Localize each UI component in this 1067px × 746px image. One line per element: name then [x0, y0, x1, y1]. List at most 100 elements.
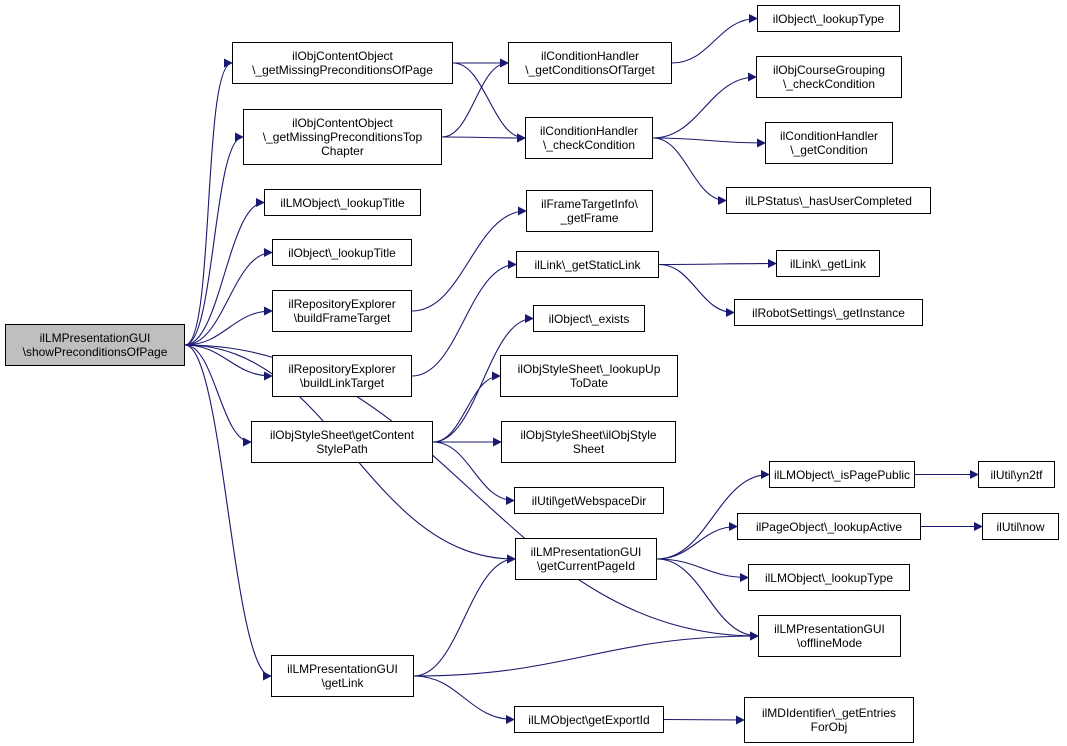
node-label-line: ilConditionHandler	[540, 49, 640, 63]
edge-n7-to-n13	[432, 314, 534, 443]
edge-n2-to-n9	[441, 58, 509, 138]
edge-n10-to-n22	[652, 137, 727, 205]
edge-n8-to-n18	[413, 675, 515, 724]
node-label-line: ilRepositoryExplorer	[288, 362, 396, 376]
node-label-line: ilLMObject\getExportId	[528, 712, 650, 727]
node-label-line: \showPreconditionsOfPage	[22, 345, 168, 359]
edge-root-to-n2	[184, 132, 244, 346]
node-label-line: ilUtil\now	[996, 519, 1045, 534]
edge-root-to-n8	[184, 344, 272, 681]
graph-node-ilobjcoursegrouping-checkcondition[interactable]: ilObjCourseGrouping\_checkCondition	[756, 56, 902, 98]
edge-layer	[184, 14, 983, 725]
edge-n17-to-n27	[656, 558, 749, 582]
graph-node-illmpresentationgui-getcurrentpageid[interactable]: ilLMPresentationGUI\getCurrentPageId	[515, 538, 657, 580]
node-label-line: ilLMPresentationGUI	[39, 331, 151, 345]
edge-root-to-n4	[184, 248, 273, 346]
node-label-line: ilLMPresentationGUI	[530, 545, 642, 559]
node-label-line: ToDate	[569, 376, 609, 390]
graph-node-illmobject-ispagepublic[interactable]: ilLMObject\_isPagePublic	[769, 461, 915, 488]
graph-node-illpstatus-hasusercompleted[interactable]: ilLPStatus\_hasUserCompleted	[726, 187, 931, 214]
graph-node-illink-getlink[interactable]: ilLink\_getLink	[776, 250, 880, 277]
node-label-line: ilLink\_getLink	[789, 256, 867, 271]
node-label-line: ilObject\_exists	[548, 311, 630, 326]
node-label-line: \_checkCondition	[782, 77, 876, 91]
graph-node-ilrobotsettings-getinstance[interactable]: ilRobotSettings\_getInstance	[734, 299, 923, 326]
node-label-line: StylePath	[316, 442, 368, 456]
graph-node-ilobject-lookuptitle[interactable]: ilObject\_lookupTitle	[272, 239, 412, 266]
node-label-line: ilLMObject\_lookupTitle	[280, 195, 405, 210]
edge-n9-to-n19	[671, 14, 758, 64]
graph-node-illink-getstaticlink[interactable]: ilLink\_getStaticLink	[516, 251, 659, 278]
graph-node-ilutil-yn2tf[interactable]: ilUtil\yn2tf	[978, 461, 1055, 488]
graph-node-ilobject-exists[interactable]: ilObject\_exists	[533, 305, 645, 332]
node-label-line: \_checkCondition	[542, 138, 636, 152]
graph-node-ilrepositoryexplorer-buildframetarget[interactable]: ilRepositoryExplorer\buildFrameTarget	[272, 290, 412, 332]
node-label-line: ilObjContentObject	[292, 49, 393, 63]
graph-node-illmobject-lookuptype[interactable]: ilLMObject\_lookupType	[748, 564, 910, 591]
edge-n6-to-n12	[411, 260, 517, 377]
node-label-line: ilConditionHandler	[539, 124, 639, 138]
graph-node-ilobjcontentobject-getmissingpreconditionsofpage[interactable]: ilObjContentObject\_getMissingPreconditi…	[232, 42, 453, 84]
graph-node-ilutil-getwebspacedir[interactable]: ilUtil\getWebspaceDir	[514, 487, 664, 514]
node-label-line: ilMDIdentifier\_getEntries	[761, 706, 897, 720]
edge-root-to-n6	[184, 344, 273, 381]
node-label-line: ilUtil\getWebspaceDir	[531, 493, 647, 508]
edge-n18-to-n29	[663, 715, 745, 725]
edge-n7-to-n14	[432, 371, 501, 443]
node-label-line: ilLPStatus\_hasUserCompleted	[745, 193, 912, 208]
node-label-line: \_getMissingPreconditionsTop	[262, 130, 423, 144]
node-label-line: ilRepositoryExplorer	[288, 297, 396, 311]
root-node-illmpresentationgui-showpreconditionsofpage: ilLMPresentationGUI\showPreconditionsOfP…	[5, 324, 185, 366]
graph-node-ilobjcontentobject-getmissingpreconditionstop-chapter[interactable]: ilObjContentObject\_getMissingPreconditi…	[243, 109, 442, 165]
node-label-line: _getFrame	[560, 211, 619, 225]
edge-n7-to-n16	[432, 441, 515, 505]
edge-n8-to-n28	[413, 631, 759, 677]
node-label-line: ilObjCourseGrouping	[772, 63, 886, 77]
graph-node-ilconditionhandler-getconditionsoftarget[interactable]: ilConditionHandler\_getConditionsOfTarge…	[508, 42, 672, 84]
edge-n10-to-n21	[652, 137, 766, 148]
node-label-line: ilLMObject\_isPagePublic	[773, 467, 911, 482]
edge-n1-to-n10	[452, 62, 526, 143]
edge-n8-to-n17	[413, 554, 516, 677]
graph-node-illmobject-lookuptitle[interactable]: ilLMObject\_lookupTitle	[264, 189, 421, 216]
edge-n17-to-n28	[656, 558, 759, 641]
edge-n17-to-n25	[656, 470, 770, 560]
graph-node-ilutil-now[interactable]: ilUtil\now	[982, 513, 1059, 540]
node-label-line: \buildFrameTarget	[293, 311, 391, 325]
node-label-line: ilObjStyleSheet\getContent	[269, 428, 415, 442]
graph-node-ilconditionhandler-checkcondition[interactable]: ilConditionHandler\_checkCondition	[525, 117, 653, 159]
graph-node-ilrepositoryexplorer-buildlinktarget[interactable]: ilRepositoryExplorer\buildLinkTarget	[272, 355, 412, 397]
node-label-line: ilObject\_lookupTitle	[288, 245, 396, 260]
node-label-line: ilLMPresentationGUI	[774, 622, 885, 636]
node-label-line: ForObj	[810, 720, 848, 734]
graph-node-ilconditionhandler-getcondition[interactable]: ilConditionHandler\_getCondition	[765, 122, 893, 164]
graph-node-illmobject-getexportid[interactable]: ilLMObject\getExportId	[514, 706, 664, 733]
node-label-line: Chapter	[321, 144, 364, 158]
edge-n12-to-n24	[658, 263, 735, 317]
edge-n17-to-n26	[656, 522, 738, 560]
edge-root-to-n5	[184, 306, 273, 346]
node-label-line: ilLMPresentationGUI	[287, 662, 398, 676]
graph-node-illmpresentationgui-offlinemode[interactable]: ilLMPresentationGUI\offlineMode	[758, 615, 901, 657]
node-label-line: \_getCondition	[790, 143, 868, 157]
node-label-line: \buildLinkTarget	[299, 376, 385, 390]
graph-node-ilobject-lookuptype[interactable]: ilObject\_lookupType	[757, 5, 900, 32]
node-label-line: \getCurrentPageId	[536, 559, 636, 573]
graph-node-ilpageobject-lookupactive[interactable]: ilPageObject\_lookupActive	[737, 513, 921, 540]
node-label-line: \_getMissingPreconditionsOfPage	[252, 63, 433, 77]
node-label-line: ilObject\_lookupType	[772, 11, 885, 26]
node-label-line: ilUtil\yn2tf	[990, 467, 1043, 482]
node-label-line: ilConditionHandler	[779, 129, 879, 143]
graph-node-illmpresentationgui-getlink[interactable]: ilLMPresentationGUI\getLink	[271, 655, 414, 697]
edge-n5-to-n11	[411, 206, 527, 312]
node-label-line: ilPageObject\_lookupActive	[755, 519, 903, 534]
node-label-line: ilLink\_getStaticLink	[534, 257, 641, 272]
node-label-line: Sheet	[572, 442, 605, 456]
graph-node-ilframetargetinfo-getframe[interactable]: ilFrameTargetInfo\_getFrame	[526, 190, 653, 232]
node-label-line: ilObjContentObject	[292, 116, 393, 130]
edge-root-to-n3	[184, 198, 265, 346]
